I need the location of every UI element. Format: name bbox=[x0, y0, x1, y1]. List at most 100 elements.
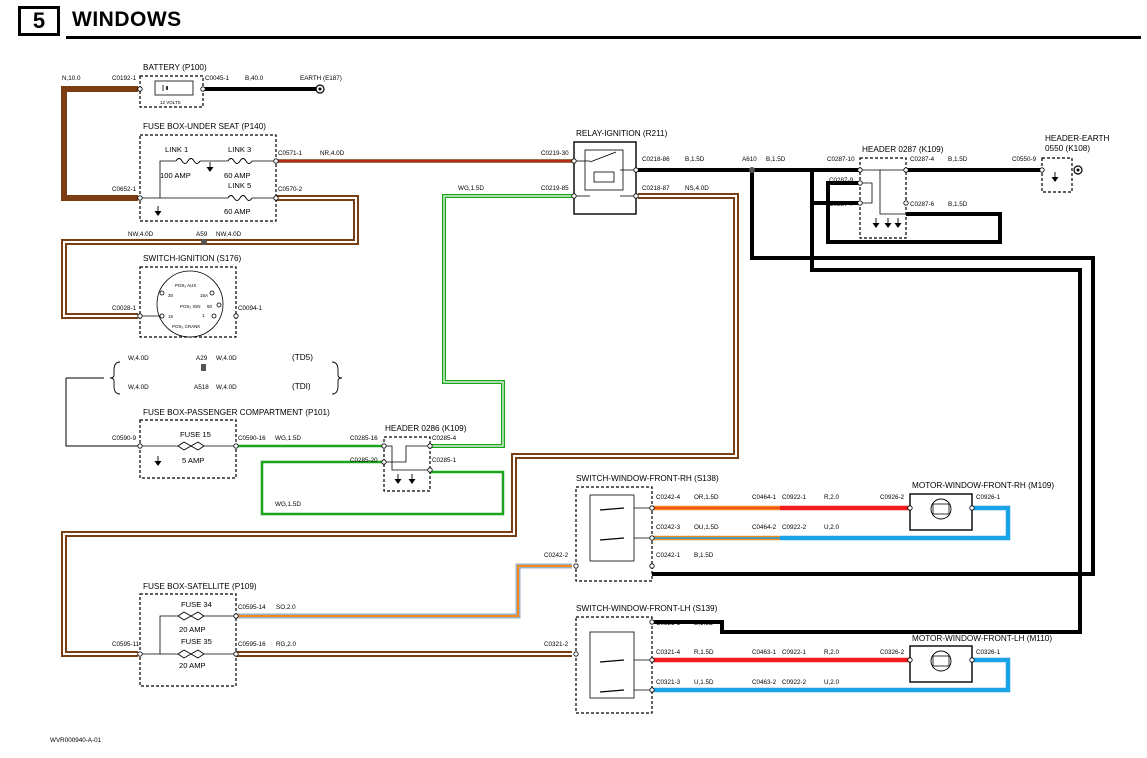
header-earth-subtitle: 0550 (K108) bbox=[1045, 144, 1090, 153]
link3-rating: 60 AMP bbox=[224, 171, 251, 180]
wire-nw bbox=[61, 195, 359, 319]
header-0287-title: HEADER 0287 (K109) bbox=[862, 145, 944, 154]
wire-label-w40-4: W,4.0D bbox=[216, 384, 237, 391]
fuse15-rating: 5 AMP bbox=[182, 456, 204, 465]
conn-c0287-7: C0287-7 bbox=[829, 201, 854, 208]
conn-c0595-14: C0595-14 bbox=[238, 604, 266, 611]
conn-c0926-1-rh: C0926-1 bbox=[976, 494, 1001, 501]
wire-w40 bbox=[65, 378, 138, 447]
conn-c0570-2: C0570-2 bbox=[278, 186, 303, 193]
pos-aux: POS₁ AUX bbox=[175, 283, 196, 288]
conn-c0595-11: C0595-11 bbox=[112, 641, 140, 648]
splice-a59: A59 bbox=[196, 231, 208, 238]
conn-c0326-2: C0326-2 bbox=[880, 649, 905, 656]
motor-window-rh: MOTOR-WINDOW-FRONT-RH (M109) bbox=[909, 481, 1054, 531]
conn-c0028-1: C0028-1 bbox=[112, 305, 137, 312]
fuse15-label: FUSE 15 bbox=[180, 430, 211, 439]
switch-window-rh: SWITCH-WINDOW-FRONT-RH (S138) bbox=[575, 474, 719, 582]
wire-label-so20: SO,2.0 bbox=[276, 604, 296, 611]
wire-label-nr40: NR,4.0D bbox=[320, 150, 345, 157]
link1-label: LINK 1 bbox=[165, 145, 188, 154]
battery-title: BATTERY (P100) bbox=[143, 63, 207, 72]
wire-label-wg15-b: WG,1.5D bbox=[275, 501, 301, 508]
header-0286-title: HEADER 0286 (K109) bbox=[385, 424, 467, 433]
switch-lh-title: SWITCH-WINDOW-FRONT-LH (S139) bbox=[576, 604, 718, 613]
conn-c0652-1: C0652-1 bbox=[112, 186, 137, 193]
conn-c0219-85: C0219-85 bbox=[541, 185, 569, 192]
conn-c0287-6: C0287-6 bbox=[910, 201, 935, 208]
switch-ignition: SWITCH-IGNITION (S176) POS₁ AUX POS₂ IGN… bbox=[139, 254, 242, 338]
conn-c0242-2: C0242-2 bbox=[544, 552, 569, 559]
conn-c0595-16: C0595-16 bbox=[238, 641, 266, 648]
wire-label-b15-d: B,1.5D bbox=[948, 201, 968, 208]
conn-c0464-1: C0464-1 bbox=[752, 494, 777, 501]
conn-c0218-86: C0218-86 bbox=[642, 156, 670, 163]
wire-label-ns40: NS,4.0D bbox=[685, 185, 709, 192]
wire-label-u20-lh: U,2.0 bbox=[824, 679, 840, 686]
link1-rating: 100 AMP bbox=[160, 171, 191, 180]
conn-c0926-2-rh: C0926-2 bbox=[880, 494, 905, 501]
conn-c0192-1: C0192-1 bbox=[112, 75, 137, 82]
conn-c0321-4: C0321-4 bbox=[656, 649, 681, 656]
earth-e187-label: EARTH (E187) bbox=[300, 75, 342, 82]
wire-label-r20-lh: R,2.0 bbox=[824, 649, 840, 656]
link3-label: LINK 3 bbox=[228, 145, 251, 154]
motor-window-lh: MOTOR-WINDOW-FRONT-LH (M110) bbox=[909, 634, 1052, 683]
relay-ignition: RELAY-IGNITION (R211) bbox=[573, 129, 668, 215]
fusebox-seat-title: FUSE BOX-UNDER SEAT (P140) bbox=[143, 122, 266, 131]
conn-c0094-1: C0094-1 bbox=[238, 305, 263, 312]
switch-window-lh: SWITCH-WINDOW-FRONT-LH (S139) bbox=[575, 604, 718, 714]
conn-c0922-1: C0922-1 bbox=[782, 494, 807, 501]
conn-c0045-1: C0045-1 bbox=[205, 75, 230, 82]
conn-c0287-10: C0287-10 bbox=[827, 156, 855, 163]
wire-label-or15: OR,1.5D bbox=[694, 494, 719, 501]
conn-c0463-1: C0463-1 bbox=[752, 649, 777, 656]
fuse34-rating: 20 AMP bbox=[179, 625, 206, 634]
conn-c0287-9: C0287-9 bbox=[829, 177, 854, 184]
splice-a518: A518 bbox=[194, 384, 209, 391]
fusebox-sat-title: FUSE BOX-SATELLITE (P109) bbox=[143, 582, 257, 591]
footer-reference: WVR000940-A-01 bbox=[50, 737, 102, 744]
conn-c0285-1: C0285-1 bbox=[432, 457, 457, 464]
wire-wg bbox=[236, 194, 572, 516]
wire-label-ou15: OU,1.5D bbox=[694, 524, 719, 531]
wire-u-rh bbox=[780, 505, 1011, 541]
header-0287: HEADER 0287 (K109) bbox=[859, 145, 944, 239]
conn-c0590-16: C0590-16 bbox=[238, 435, 266, 442]
conn-c0550-9: C0550-9 bbox=[1012, 156, 1037, 163]
fuse34-label: FUSE 34 bbox=[181, 600, 212, 609]
conn-c0464-2: C0464-2 bbox=[752, 524, 777, 531]
conn-c0219-30: C0219-30 bbox=[541, 150, 569, 157]
wire-label-b15-a: B,1.5D bbox=[685, 156, 705, 163]
fusebox-passenger: FUSE BOX-PASSENGER COMPARTMENT (P101) FU… bbox=[139, 408, 330, 479]
wire-u-lh bbox=[652, 657, 1011, 693]
variant-td5: (TD5) bbox=[292, 353, 313, 362]
conn-c0287-4: C0287-4 bbox=[910, 156, 935, 163]
wire-label-n10: N,10.0 bbox=[62, 75, 81, 82]
wire-label-r20-rh: R,2.0 bbox=[824, 494, 840, 501]
connector-pins bbox=[137, 86, 1045, 693]
wire-label-b15-f: B,1.5D bbox=[694, 620, 714, 627]
term-15a: 15A bbox=[200, 293, 208, 298]
term-1: 1 bbox=[202, 313, 205, 318]
conn-c0285-20: C0285-20 bbox=[350, 457, 378, 464]
wire-label-b15-e: B,1.5D bbox=[694, 552, 714, 559]
wire-label-u20-rh: U,2.0 bbox=[824, 524, 840, 531]
wire-ns bbox=[61, 193, 739, 657]
wire-n10 bbox=[61, 86, 138, 201]
wire-label-wg15: WG,1.5D bbox=[275, 435, 301, 442]
wire-label-b15-b: B,1.5D bbox=[766, 156, 786, 163]
wire-label-w40-1: W,4.0D bbox=[128, 355, 149, 362]
conn-c0285-16: C0285-16 bbox=[350, 435, 378, 442]
term-50: 50 bbox=[207, 304, 213, 309]
title-rule bbox=[66, 36, 1141, 39]
conn-c0922-2-lh: C0922-2 bbox=[782, 679, 807, 686]
header-earth: HEADER-EARTH 0550 (K108) bbox=[1041, 134, 1110, 193]
conn-c0922-1-lh: C0922-1 bbox=[782, 649, 807, 656]
wire-label-b15-c: B,1.5D bbox=[948, 156, 968, 163]
fuse35-label: FUSE 35 bbox=[181, 637, 212, 646]
battery-voltage: 12 VOLTS bbox=[160, 100, 181, 105]
wire-label-nw40-a: NW,4.0D bbox=[128, 231, 154, 238]
fusebox-satellite: FUSE BOX-SATELLITE (P109) FUSE 34 20 AMP… bbox=[139, 582, 257, 687]
wires bbox=[61, 84, 1095, 693]
